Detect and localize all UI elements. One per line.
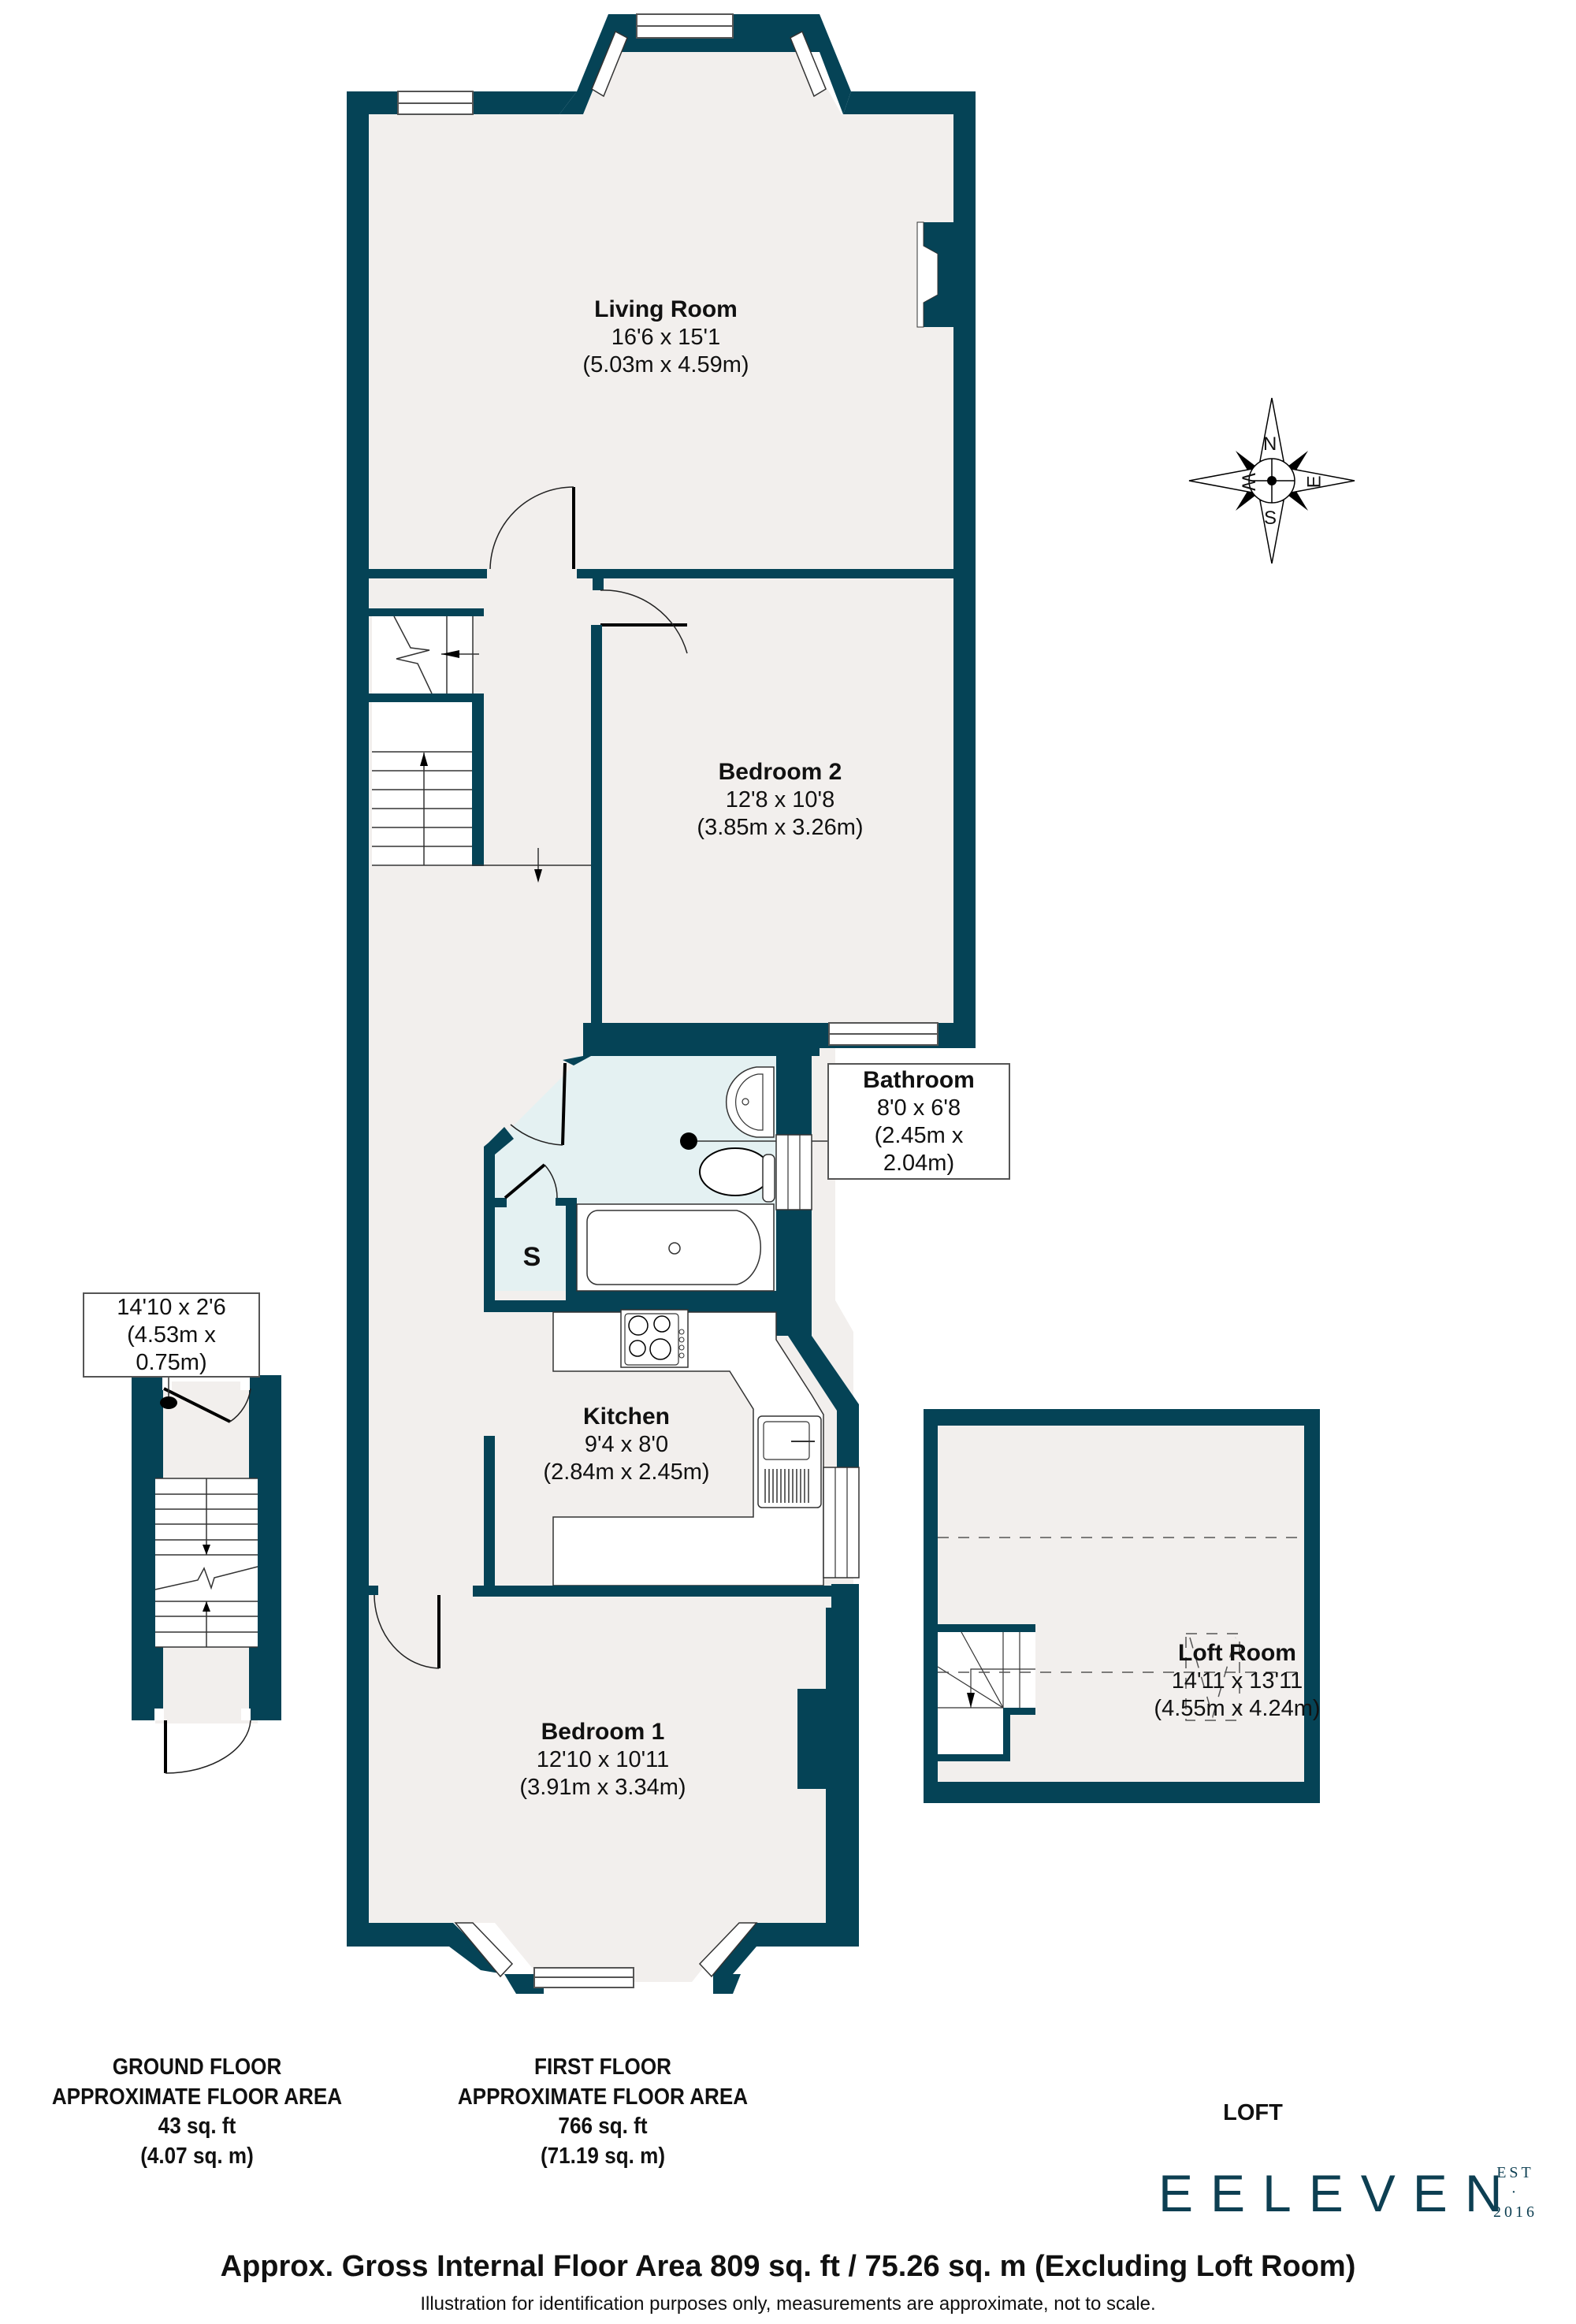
floor-area-sqm: (4.07 sq. m) [140, 2144, 254, 2170]
compass-south-label: S [1264, 508, 1277, 529]
floor-subtitle: APPROXIMATE FLOOR AREA [51, 2084, 343, 2110]
compass-rose-icon [1188, 397, 1355, 564]
loft-plan [924, 1409, 1320, 1803]
disclaimer: Illustration for identification purposes… [420, 2293, 1156, 2315]
room-name: Kitchen [582, 1404, 670, 1430]
room-dim-metric: (4.55m x 4.24m) [1154, 1695, 1321, 1721]
room-label-loft-room: Loft Room 14'11 x 13'11 (4.55m x 4.24m) [1119, 1639, 1355, 1723]
room-dim-metric: (2.84m x 2.45m) [543, 1459, 710, 1485]
room-dim-imperial: 14'10 x 2'6 [117, 1295, 226, 1320]
room-label-bedroom-1: Bedroom 1 12'10 x 10'11 (3.91m x 3.34m) [485, 1718, 721, 1802]
total-floor-area: Approx. Gross Internal Floor Area 809 sq… [220, 2250, 1356, 2283]
room-name: Bathroom [863, 1067, 975, 1093]
first-floor-plan [347, 13, 976, 1994]
room-name: Bedroom 1 [541, 1719, 665, 1745]
room-label-bedroom-2: Bedroom 2 12'8 x 10'8 (3.85m x 3.26m) [662, 758, 898, 842]
brand-logo: EELEVEN [1158, 2164, 1520, 2222]
floor-area-sqft: 766 sq. ft [558, 2114, 648, 2140]
floor-title: FIRST FLOOR [533, 2054, 671, 2080]
room-dim-imperial: 14'11 x 13'11 [1171, 1668, 1303, 1694]
ground-floor-plan [132, 1340, 281, 1774]
window [591, 30, 628, 98]
room-dim-imperial: 12'8 x 10'8 [725, 787, 835, 812]
brand-est-year: 2016 [1493, 2203, 1537, 2221]
compass-east-label: E [1303, 475, 1325, 489]
room-dim-metric: (4.53m x 0.75m) [127, 1322, 216, 1375]
floor-title: GROUND FLOOR [112, 2054, 282, 2080]
first-floor-caption: FIRST FLOOR APPROXIMATE FLOOR AREA 766 s… [433, 2053, 773, 2172]
room-dim-metric: (5.03m x 4.59m) [582, 351, 749, 377]
staircase [372, 702, 472, 866]
room-dim-imperial: 9'4 x 8'0 [584, 1432, 669, 1457]
room-dim-metric: (3.85m x 3.26m) [697, 814, 864, 840]
brand-est-label: EST [1496, 2164, 1534, 2181]
toilet [699, 1147, 771, 1196]
room-name: Bedroom 2 [718, 759, 842, 785]
room-name: Living Room [594, 296, 738, 322]
floor-area-sqft: 43 sq. ft [158, 2114, 236, 2140]
storage-label: S [522, 1242, 541, 1272]
room-label-living-room: Living Room 16'6 x 15'1 (5.03m x 4.59m) [552, 296, 780, 379]
ground-floor-caption: GROUND FLOOR APPROXIMATE FLOOR AREA 43 s… [27, 2053, 367, 2172]
room-name: Loft Room [1178, 1640, 1296, 1666]
fireplace [924, 222, 953, 327]
floor-subtitle: APPROXIMATE FLOOR AREA [457, 2084, 749, 2110]
room-dim-metric: (2.45m x 2.04m) [874, 1122, 964, 1176]
room-dim-imperial: 8'0 x 6'8 [876, 1095, 961, 1121]
brand-est: EST · 2016 [1493, 2163, 1537, 2222]
compass-north-label: N [1263, 433, 1277, 455]
window [790, 30, 827, 98]
room-label-kitchen: Kitchen 9'4 x 8'0 (2.84m x 2.45m) [528, 1403, 725, 1486]
compass-west-label: W [1237, 473, 1259, 491]
brand-est-dot: · [1511, 2184, 1520, 2201]
room-dim-metric: (3.91m x 3.34m) [519, 1774, 686, 1800]
room-dim-imperial: 16'6 x 15'1 [611, 325, 721, 350]
room-label-bathroom: Bathroom 8'0 x 6'8 (2.45m x 2.04m) [827, 1063, 1010, 1181]
room-label-ground-hall: 14'10 x 2'6 (4.53m x 0.75m) [83, 1292, 260, 1378]
room-dim-imperial: 12'10 x 10'11 [536, 1747, 670, 1772]
hob [620, 1309, 689, 1368]
floor-area-sqm: (71.19 sq. m) [540, 2144, 666, 2170]
loft-caption: LOFT [1223, 2100, 1283, 2125]
